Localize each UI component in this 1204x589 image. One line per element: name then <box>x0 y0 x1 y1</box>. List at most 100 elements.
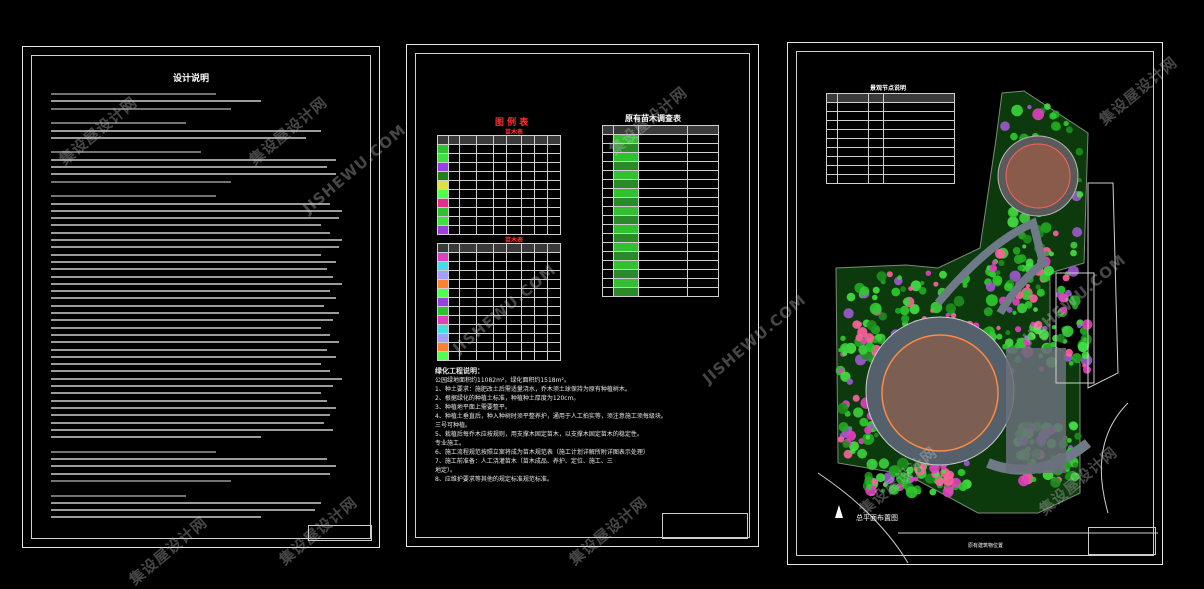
note-text-line <box>51 333 330 336</box>
note-text-line <box>51 282 342 285</box>
table-row <box>437 198 561 208</box>
table-row <box>602 188 719 198</box>
table-cell <box>534 144 548 154</box>
note-text-line <box>51 516 261 519</box>
table-cell <box>521 261 535 271</box>
table-cell <box>459 252 477 262</box>
tree-symbol <box>899 305 910 316</box>
table-cell <box>459 153 477 163</box>
tree-symbol <box>837 402 849 414</box>
table-cell <box>613 269 639 279</box>
table-cell <box>638 287 688 297</box>
tree-symbol <box>1040 222 1052 234</box>
table-cell <box>448 135 460 145</box>
note-text-line <box>51 494 186 497</box>
tree-symbol <box>1000 121 1010 131</box>
tree-symbol <box>920 463 926 470</box>
table-cell <box>687 287 719 297</box>
table-row <box>437 189 561 199</box>
table-row <box>437 324 561 334</box>
tree-symbol <box>864 333 875 344</box>
tree-symbol <box>1065 348 1073 357</box>
tree-symbol <box>957 468 965 477</box>
greening-note-line: 1、种土要求：施肥改土后需适量浇水，乔木须土球保持为原有种植树木。 <box>435 386 631 393</box>
east-building <box>1087 182 1119 389</box>
tree-symbol <box>996 333 1003 340</box>
table-cell <box>521 333 535 343</box>
table-cell <box>547 135 561 145</box>
tree-symbol <box>840 343 851 354</box>
tree-symbol <box>856 321 862 327</box>
greening-notes-title: 绿化工程说明： <box>435 367 484 375</box>
tree-symbol <box>945 303 956 314</box>
table-cell <box>506 351 522 361</box>
table-cell <box>638 170 688 180</box>
site-plan-sheet: 景观节点说明 总平面布置图 原有建筑物位置 <box>787 42 1163 565</box>
table-cell <box>638 215 688 225</box>
east-paving <box>1006 348 1066 473</box>
tree-symbol <box>838 347 843 353</box>
tree-symbol <box>1032 108 1045 121</box>
shrub-table-title: 苗木表 <box>505 237 524 244</box>
note-text-line <box>51 297 336 300</box>
tree-symbol <box>905 486 918 499</box>
tree-symbol <box>930 301 943 314</box>
table-cell <box>602 242 614 252</box>
title-block <box>662 513 748 539</box>
tree-symbol <box>1013 254 1024 264</box>
tree-symbol <box>1064 474 1070 480</box>
table-cell <box>687 188 719 198</box>
tree-symbol <box>1036 288 1045 297</box>
table-cell <box>506 270 522 280</box>
note-text-line <box>51 501 321 504</box>
table-cell <box>459 198 477 208</box>
table-row <box>437 333 561 343</box>
table-cell <box>437 180 449 190</box>
tree-symbol <box>1052 230 1059 237</box>
south-road <box>817 472 909 564</box>
table-row <box>602 269 719 279</box>
tree-symbol <box>1009 270 1021 282</box>
tree-symbol <box>896 472 908 485</box>
table-row <box>602 170 719 180</box>
main-plaza <box>881 334 999 452</box>
table-cell <box>687 278 719 288</box>
tree-symbol <box>1012 247 1021 255</box>
table-cell <box>448 252 460 262</box>
tree-symbol <box>1007 216 1019 228</box>
tree-symbol <box>985 294 998 307</box>
tree-table <box>437 135 561 235</box>
tree-symbol <box>1019 212 1030 224</box>
note-text-line <box>51 355 336 358</box>
note-text-line <box>51 312 339 314</box>
table-row <box>602 242 719 252</box>
table-cell <box>448 216 460 226</box>
note-text-line <box>51 465 336 468</box>
note-text-line <box>51 231 330 234</box>
table-row <box>437 153 561 163</box>
tree-symbol <box>866 458 878 470</box>
table-cell <box>638 188 688 198</box>
table-cell <box>448 261 460 271</box>
tree-symbol <box>866 320 877 331</box>
table-cell <box>437 144 449 154</box>
tree-symbol <box>859 417 869 427</box>
table-cell <box>448 144 460 154</box>
tree-symbol <box>1082 319 1093 330</box>
table-cell <box>448 189 460 199</box>
table-cell <box>506 198 522 208</box>
table-cell <box>506 333 522 343</box>
table-cell <box>638 278 688 288</box>
table-cell <box>493 261 507 271</box>
tree-table-title: 苗木表 <box>505 129 524 136</box>
table-cell <box>613 170 639 180</box>
table-cell <box>613 188 639 198</box>
table-cell <box>638 197 688 207</box>
table-cell <box>521 135 535 145</box>
tree-symbol <box>983 307 993 317</box>
table-cell <box>437 243 449 253</box>
note-text-line <box>51 377 342 380</box>
table-cell <box>638 260 688 270</box>
table-cell <box>476 342 494 352</box>
table-cell <box>613 197 639 207</box>
